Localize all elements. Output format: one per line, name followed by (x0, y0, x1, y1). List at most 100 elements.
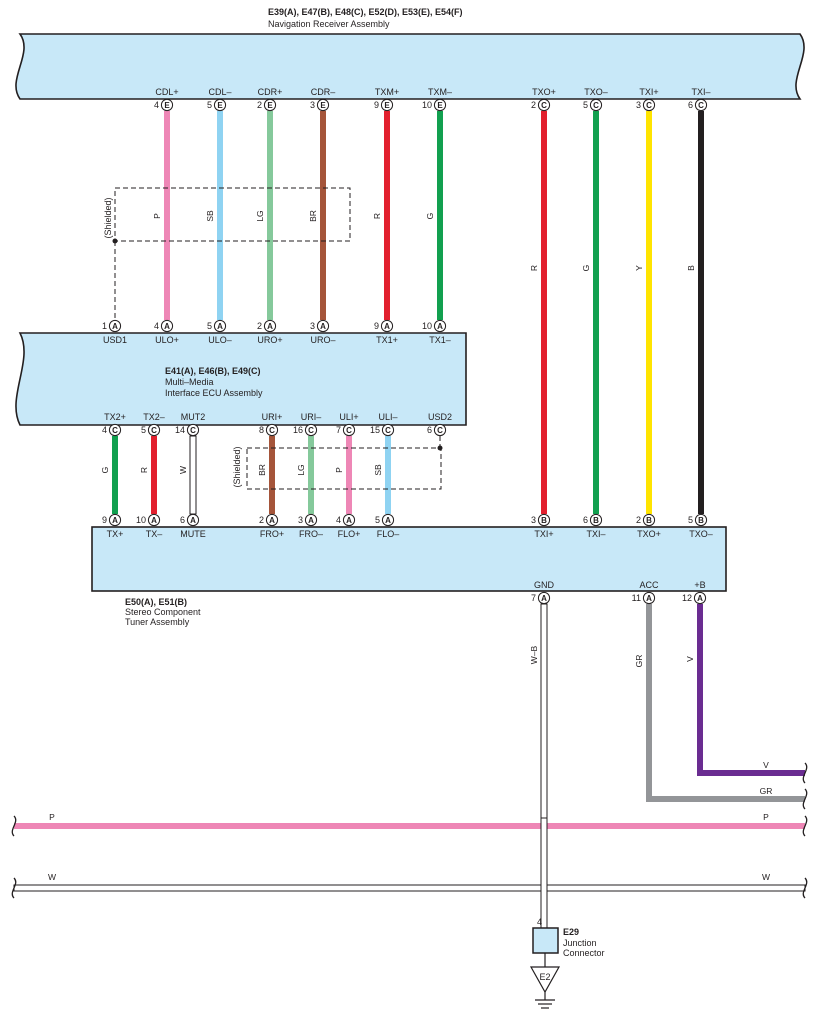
signal-name: TXM– (428, 87, 452, 97)
pin-number: 6 (688, 100, 693, 110)
connector-letter: A (267, 322, 273, 331)
signal-name: ULO– (208, 335, 232, 345)
wire-color-code: SB (205, 210, 215, 222)
signal-name: TX1+ (376, 335, 398, 345)
pin-number: 2 (531, 100, 536, 110)
harness-code-w-left: W (48, 872, 56, 882)
junction-name-2: Connector (563, 948, 605, 958)
signal-name: TXM+ (375, 87, 399, 97)
connectors-layer: E4CDL+E5CDL–E2CDR+E3CDR–E9TXM+E10TXM–C2T… (102, 87, 713, 605)
wires-layer (11, 111, 808, 1009)
wire-color-code: SB (373, 464, 383, 476)
signal-name: CDR+ (258, 87, 283, 97)
pin-number: 9 (374, 100, 379, 110)
connector-letter: A (112, 516, 118, 525)
pin-number: 6 (180, 515, 185, 525)
signal-name: FLO– (377, 529, 400, 539)
connector-letter: A (346, 516, 352, 525)
tuner-bottom-pins-2: A12+B (682, 580, 707, 605)
pin-number: 12 (682, 593, 692, 603)
signal-name: CDR– (311, 87, 336, 97)
connector-letter: C (269, 426, 275, 435)
pin-number: 3 (310, 100, 315, 110)
connector-circle (263, 98, 277, 112)
junction-name-1: Junction (563, 938, 597, 948)
signal-name: ULI+ (339, 412, 358, 422)
connector-letter: C (541, 101, 547, 110)
connector-circle (316, 319, 330, 333)
wire-color-code: P (152, 213, 162, 219)
break-mark-w-right (802, 877, 808, 899)
wire-color-code: BR (308, 210, 318, 222)
shield-drain-dot-upper (112, 238, 118, 244)
signal-name: FLO+ (338, 529, 361, 539)
wire-acc-gr (646, 604, 805, 802)
nav-pins-3: E3 CDR– (310, 87, 336, 112)
pin-number: 11 (632, 593, 641, 603)
connector-letter: B (593, 516, 599, 525)
tuner-box (91, 526, 727, 592)
connector-letter: C (112, 426, 118, 435)
connector-letter: A (646, 594, 652, 603)
signal-name: MUTE (180, 529, 206, 539)
connector-letter: E (320, 101, 326, 110)
pin-number: 5 (688, 515, 693, 525)
pin-number: 10 (422, 100, 432, 110)
signal-name: TXI+ (639, 87, 658, 97)
connector-letter: C (151, 426, 157, 435)
signal-name: TXO+ (532, 87, 556, 97)
pin-number: 10 (136, 515, 146, 525)
pin-number: 9 (102, 515, 107, 525)
signal-name: TX+ (107, 529, 124, 539)
connector-letter: C (308, 426, 314, 435)
pin-number: 6 (583, 515, 588, 525)
tuner-assembly-code: E50(A), E51(B) (125, 597, 187, 607)
signal-name: USD1 (103, 335, 127, 345)
connector-letter: A (269, 516, 275, 525)
connector-letter: A (151, 516, 157, 525)
connector-circle (642, 98, 656, 112)
signal-name: TXI– (586, 529, 605, 539)
connector-circle (265, 513, 279, 527)
connector-letter: A (384, 322, 390, 331)
connector-letter: A (437, 322, 443, 331)
connector-circle (160, 319, 174, 333)
connector-letter: E (267, 101, 273, 110)
wire-ground-wb-crossing (540, 817, 548, 929)
pin-number: 3 (531, 515, 536, 525)
nav-assembly-code: E39(A), E47(B), E48(C), E52(D), E53(E), … (268, 7, 463, 17)
connector-circle (213, 98, 227, 112)
connector-circle (380, 98, 394, 112)
pin-number: 4 (154, 321, 159, 331)
connector-letter: A (190, 516, 196, 525)
pin-number: 4 (336, 515, 341, 525)
wire-color-code: R (139, 467, 149, 473)
connector-circle (380, 319, 394, 333)
break-mark-gr (802, 788, 808, 810)
break-mark-p-right (802, 815, 808, 837)
ecu-assembly-name-1: Multi–Media (165, 377, 214, 387)
signal-name: TXI– (691, 87, 710, 97)
connector-circle (265, 423, 279, 437)
tuner-assembly-name-1: Stereo Component (125, 607, 201, 617)
connector-circle (693, 591, 707, 605)
connector-letter: A (308, 516, 314, 525)
connector-letter: C (346, 426, 352, 435)
